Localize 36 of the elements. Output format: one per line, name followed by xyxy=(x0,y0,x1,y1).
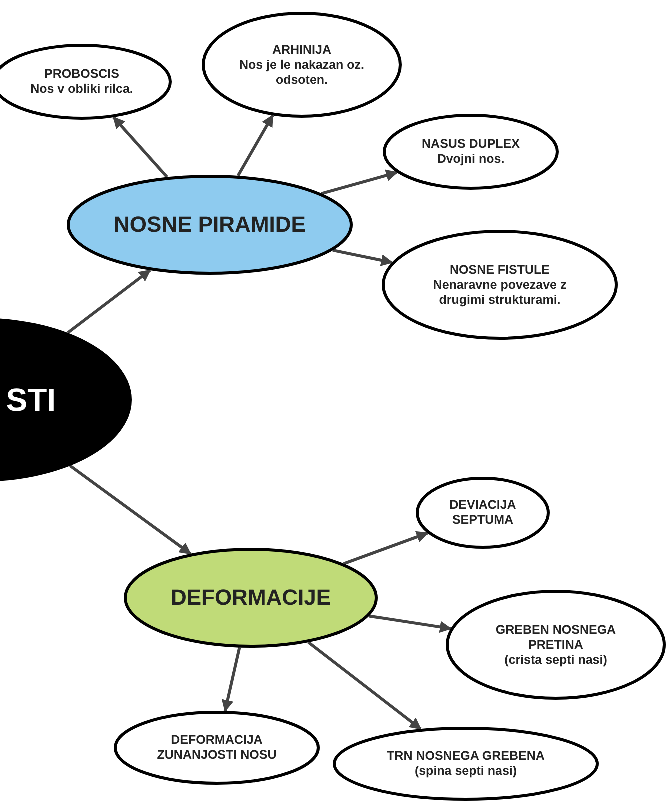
topic-ellipse xyxy=(416,477,550,549)
arrow xyxy=(67,269,152,334)
node-title: NOSNE PIRAMIDE xyxy=(114,212,306,238)
node-description: Nenaravne povezave z drugimi strukturami. xyxy=(432,278,568,308)
node-description: Dvojni nos. xyxy=(437,152,505,167)
node-title: DEVIACIJA SEPTUMA xyxy=(448,498,518,528)
node-description: Nos je le nakazan oz. odsoten. xyxy=(238,58,366,88)
node-title: PROBOSCIS xyxy=(44,67,120,82)
category-ellipse xyxy=(124,548,378,648)
topic-ellipse xyxy=(446,590,666,700)
topic-ellipse xyxy=(202,12,402,118)
topic-ellipse xyxy=(382,230,618,340)
node-title: TRN NOSNEGA GREBENA xyxy=(387,749,545,764)
node-description: (spina septi nasi) xyxy=(414,764,518,779)
arrow xyxy=(222,647,242,712)
node-description: Nos v obliki rilca. xyxy=(30,82,134,97)
node-title: DEFORMACIJE xyxy=(170,584,332,612)
arrow xyxy=(69,464,192,556)
node-title: STI xyxy=(6,380,56,420)
arrow xyxy=(332,249,394,266)
arrow xyxy=(343,531,429,566)
node-title: NASUS DUPLEX xyxy=(422,137,520,152)
node-title: DEFORMACIJA ZUNANJOSTI NOSU xyxy=(156,733,278,763)
arrow xyxy=(321,170,398,196)
topic-ellipse xyxy=(333,727,599,801)
arrow xyxy=(236,114,274,177)
node-title: NOSNE FISTULE xyxy=(450,262,550,278)
node-title: ARHINIJA xyxy=(272,42,332,58)
topic-ellipse xyxy=(114,711,320,785)
category-ellipse xyxy=(67,175,353,275)
node-description: (crista septi nasi) xyxy=(504,652,608,668)
arrow xyxy=(369,614,452,634)
node-title: GREBEN NOSNEGA PRETINA xyxy=(494,622,618,652)
topic-ellipse xyxy=(383,114,559,190)
arrow xyxy=(308,641,422,730)
arrow xyxy=(112,116,168,178)
